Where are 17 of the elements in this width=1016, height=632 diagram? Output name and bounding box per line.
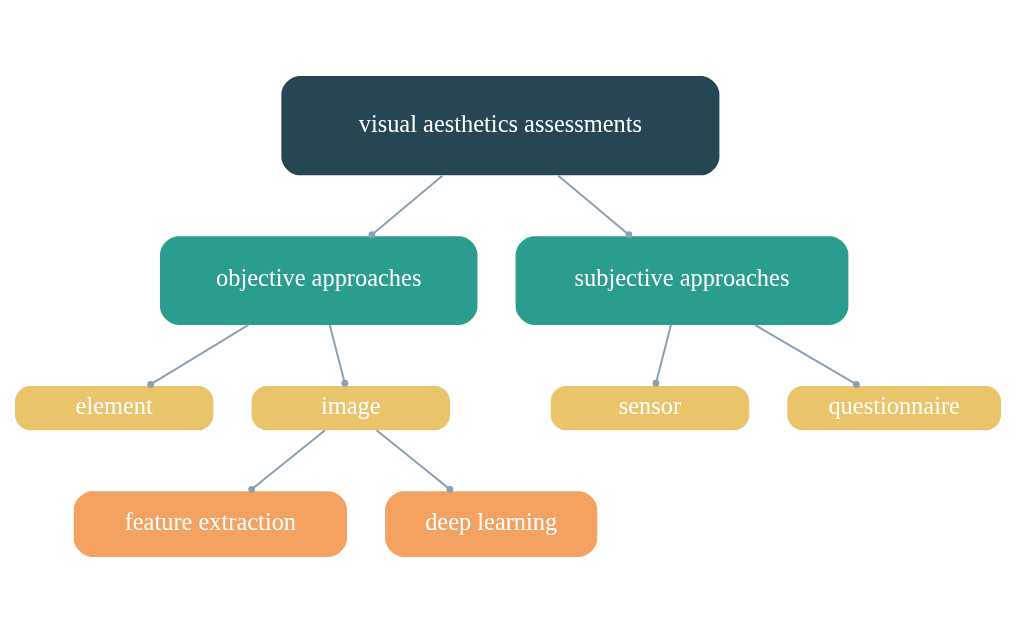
connector bbox=[248, 428, 327, 493]
node-box: element bbox=[15, 385, 214, 430]
connector bbox=[754, 323, 860, 388]
connector bbox=[368, 174, 444, 238]
connector bbox=[652, 323, 672, 387]
node-box: deep learning bbox=[385, 490, 598, 557]
connector bbox=[557, 174, 633, 238]
node-box: questionnaire bbox=[787, 385, 1001, 430]
node-box: sensor bbox=[550, 385, 750, 430]
node-box: feature extraction bbox=[73, 490, 347, 557]
node-box: objective approaches bbox=[160, 235, 478, 325]
connector bbox=[147, 323, 250, 388]
node-box: visual aesthetics assessments bbox=[281, 75, 720, 175]
connector bbox=[328, 323, 349, 387]
node-box: subjective approaches bbox=[515, 235, 849, 325]
node-box: image bbox=[251, 385, 450, 430]
connector bbox=[375, 428, 454, 493]
